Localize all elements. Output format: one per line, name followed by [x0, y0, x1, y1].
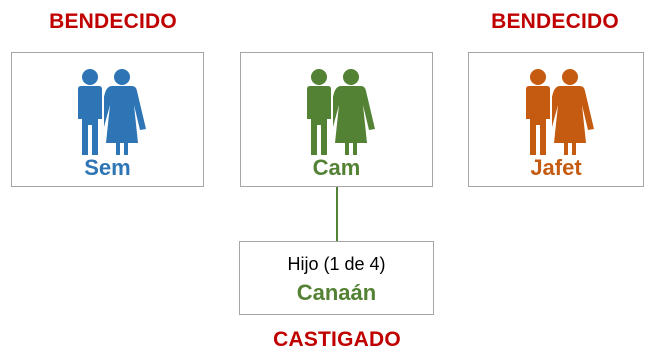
- son-box-sem: Sem: [11, 52, 204, 187]
- status-label-right: BENDECIDO: [491, 10, 619, 33]
- status-label-left: BENDECIDO: [49, 10, 177, 33]
- son-name-sem: Sem: [84, 155, 131, 180]
- son-name-cam: Cam: [312, 155, 361, 180]
- son-name-jafet: Jafet: [530, 155, 582, 180]
- son-box-cam: Cam: [240, 52, 433, 187]
- child-box-canaan: Hijo (1 de 4) Canaán: [239, 241, 434, 315]
- couple-icon: [526, 69, 594, 155]
- son-box-jafet: Jafet: [468, 52, 644, 187]
- connector-line: [336, 187, 338, 241]
- child-caption: Hijo (1 de 4): [287, 254, 386, 274]
- status-label-bottom: CASTIGADO: [273, 328, 401, 351]
- couple-icon: [77, 69, 146, 155]
- child-name: Canaán: [296, 280, 377, 305]
- couple-icon: [306, 69, 375, 155]
